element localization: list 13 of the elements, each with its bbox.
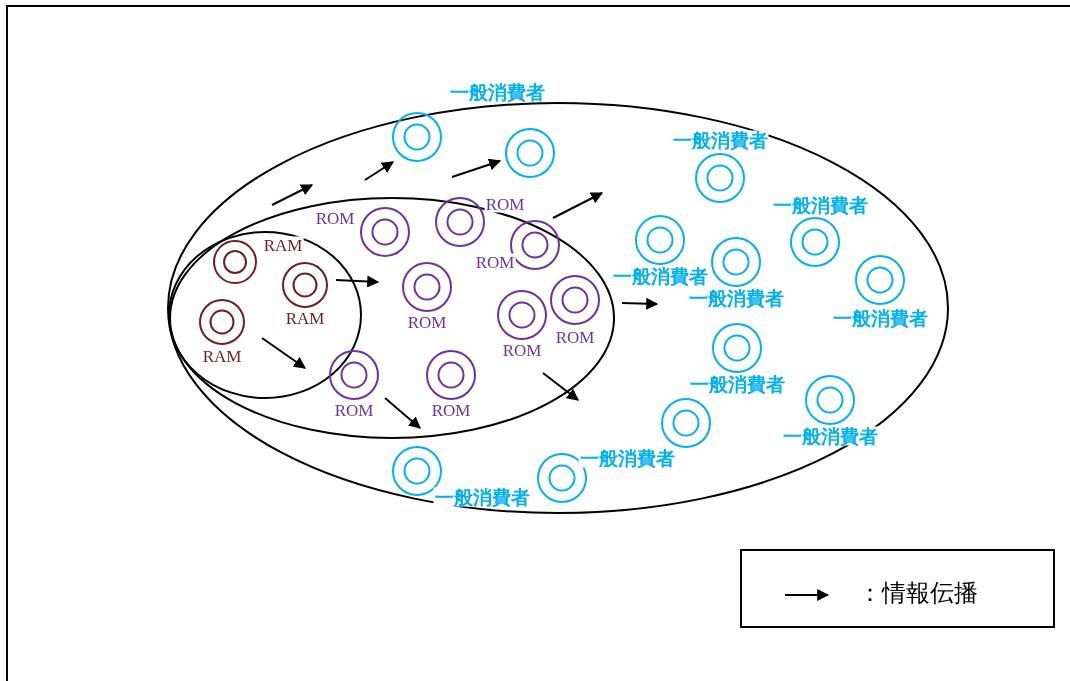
node-label: 一般消費者 [831,308,929,328]
node-label: 一般消費者 [688,374,786,394]
node-label: 一般消費者 [433,487,531,507]
node-label: 一般消費者 [671,130,769,150]
node-label: 一般消費者 [611,266,709,286]
node-label: RAM [262,236,304,254]
node-label: 一般消費者 [448,82,546,102]
legend-text: ：情報伝播 [858,578,978,609]
node-label: 一般消費者 [578,448,676,468]
node-label: 一般消費者 [771,195,869,215]
node-label: 一般消費者 [781,426,879,446]
node-label: 一般消費者 [687,288,785,308]
node-label: ROM [474,253,516,271]
